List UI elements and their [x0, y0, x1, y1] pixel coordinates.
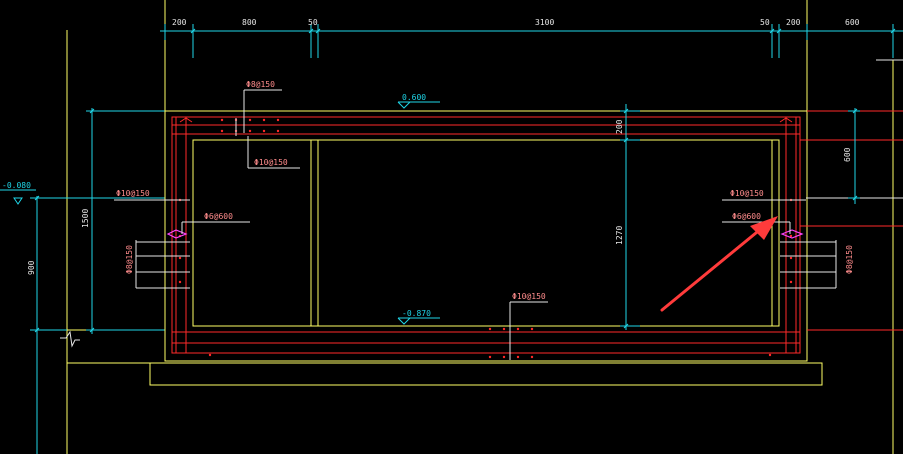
- top-dimension-chain: [160, 24, 903, 58]
- elevation-top-marker: [397, 101, 440, 109]
- dim-top-5: 200: [786, 18, 801, 27]
- dim-top-0: 200: [172, 18, 187, 27]
- elevation-bottom-marker: [397, 317, 440, 325]
- rebar-label-texts: Φ8@150 Φ10@150 Φ10@150 Φ6@600 Φ8@150 Φ10…: [116, 80, 854, 301]
- label-left-wall-horizontal: Φ10@150: [116, 189, 150, 198]
- label-right-wall-horizontal: Φ10@150: [730, 189, 764, 198]
- label-top-slab-upper: Φ8@150: [246, 80, 275, 89]
- elevation-top: 0.600: [402, 93, 426, 102]
- dim-clear-height: 1270: [615, 226, 624, 245]
- label-left-wall-vertical: Φ8@150: [125, 245, 134, 274]
- elevation-left: -0.080: [2, 181, 31, 190]
- rebar-lines: [171, 110, 903, 354]
- rebar-dots: [178, 118, 793, 359]
- elevation-marker-icon: [0, 189, 36, 205]
- dim-top-3: 3100: [535, 18, 554, 27]
- label-top-slab-lower: Φ10@150: [254, 158, 288, 167]
- dim-left-outer: 900: [27, 260, 36, 275]
- culvert-box: [149, 110, 823, 386]
- elevation-bottom: -0.870: [402, 309, 431, 318]
- dim-top-2: 50: [308, 18, 318, 27]
- break-line-icon: [60, 330, 80, 348]
- dim-top-6: 600: [845, 18, 860, 27]
- dim-top-slab: 200: [615, 119, 624, 134]
- tie-marks: [166, 229, 804, 239]
- label-left-tie: Φ6@600: [204, 212, 233, 221]
- dim-left-inner: 1500: [81, 209, 90, 228]
- label-bottom-slab: Φ10@150: [512, 292, 546, 301]
- left-dimensions: [30, 108, 165, 454]
- annotation-arrow-icon: [660, 216, 778, 312]
- label-right-tie: Φ6@600: [732, 212, 761, 221]
- top-dimension-texts: 200 800 50 3100 50 200 600: [172, 18, 860, 27]
- label-leaders: [114, 59, 903, 360]
- label-right-wall-vertical: Φ8@150: [845, 245, 854, 274]
- dim-top-1: 800: [242, 18, 257, 27]
- dim-right: 600: [843, 147, 852, 162]
- dim-top-4: 50: [760, 18, 770, 27]
- inner-dimensions: [620, 104, 860, 330]
